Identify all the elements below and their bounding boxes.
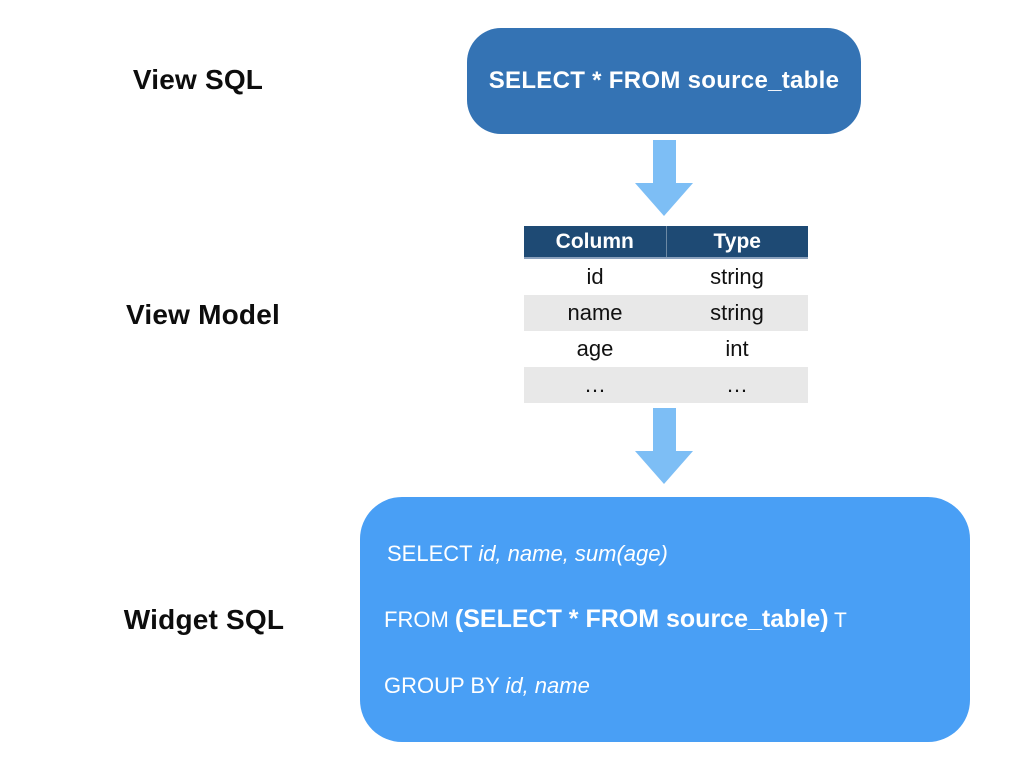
widget-sql-groupby-line: GROUP BY id, name [384,673,954,699]
sql-keyword: SELECT [387,541,479,566]
table-cell: age [576,336,614,361]
table-cell: … [584,372,606,397]
view-sql-statement: SELECT * FROM source_table [488,67,840,94]
down-arrow-icon [635,408,693,484]
table-cell: name [567,300,623,325]
table-row: … … [524,367,808,403]
table-row: age int [524,331,808,367]
table-cell: … [726,372,748,397]
widget-sql-from-line: FROM (SELECT * FROM source_table) T [384,605,954,634]
table-row: id string [524,259,808,295]
view-model-table: Column Type id string name string age in… [524,226,808,403]
down-arrow-stem [652,140,676,183]
view-sql-box: SELECT * FROM source_table [467,28,861,134]
table-cell: id [586,264,604,289]
down-arrow-head [635,451,693,484]
down-arrow-stem [652,408,676,451]
widget-sql-label: Widget SQL [123,604,285,635]
widget-sql-box: SELECT id, name, sum(age) FROM (SELECT *… [360,497,970,742]
sql-keyword: FROM [384,607,455,632]
widget-sql-select-line: SELECT id, name, sum(age) [387,541,954,567]
table-header-column: Column [555,229,634,253]
view-sql-label: View SQL [132,64,264,95]
sql-keyword: GROUP BY [384,673,506,698]
sql-columns: id, name, sum(age) [478,541,668,566]
sql-alias: T [828,609,847,632]
table-cell: int [725,336,749,361]
sql-columns: id, name [505,673,590,698]
sql-subquery: (SELECT * FROM source_table) [454,605,829,633]
table-header-row: Column Type [524,226,808,259]
table-cell: string [710,264,764,289]
table-header-type: Type [665,226,809,257]
table-row: name string [524,295,808,331]
table-cell: string [710,300,764,325]
down-arrow-icon [635,140,693,216]
down-arrow-head [635,183,693,216]
view-model-label: View Model [126,299,280,330]
